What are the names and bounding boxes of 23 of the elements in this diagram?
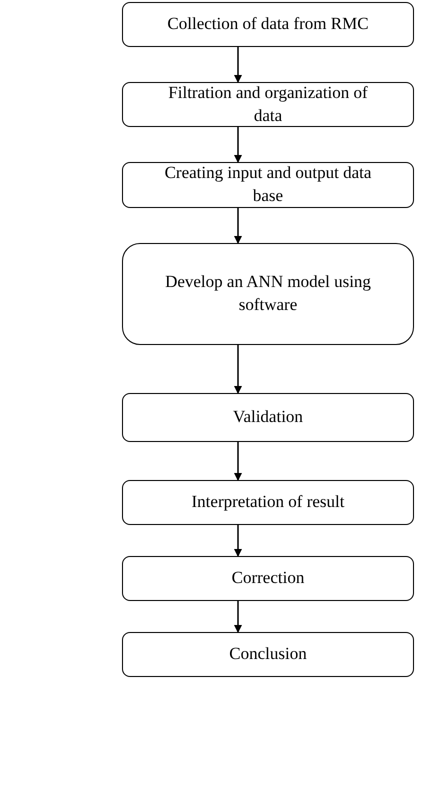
box-label: Conclusion [229,643,307,666]
process-box [122,2,414,47]
box-label: Collection of data from RMC [167,13,369,36]
box-label: Creating input and output data base [164,162,372,207]
process-box [122,162,414,208]
arrow [234,208,242,244]
box-label: Filtration and organization of data [167,82,369,126]
box-label: Develop an ANN model using software [164,271,372,316]
arrow [234,345,242,394]
box-label: Interpretation of result [192,491,344,514]
box-label: Correction [232,567,304,590]
process-box [122,243,414,345]
process-box [122,632,414,677]
box-label: Validation [233,406,303,428]
process-box [122,480,414,525]
arrow [234,601,242,633]
arrow [234,47,242,83]
process-box [122,393,414,442]
process-box [122,556,414,601]
process-box [122,82,414,127]
arrow [234,442,242,481]
arrow [234,127,242,163]
arrow [234,525,242,557]
